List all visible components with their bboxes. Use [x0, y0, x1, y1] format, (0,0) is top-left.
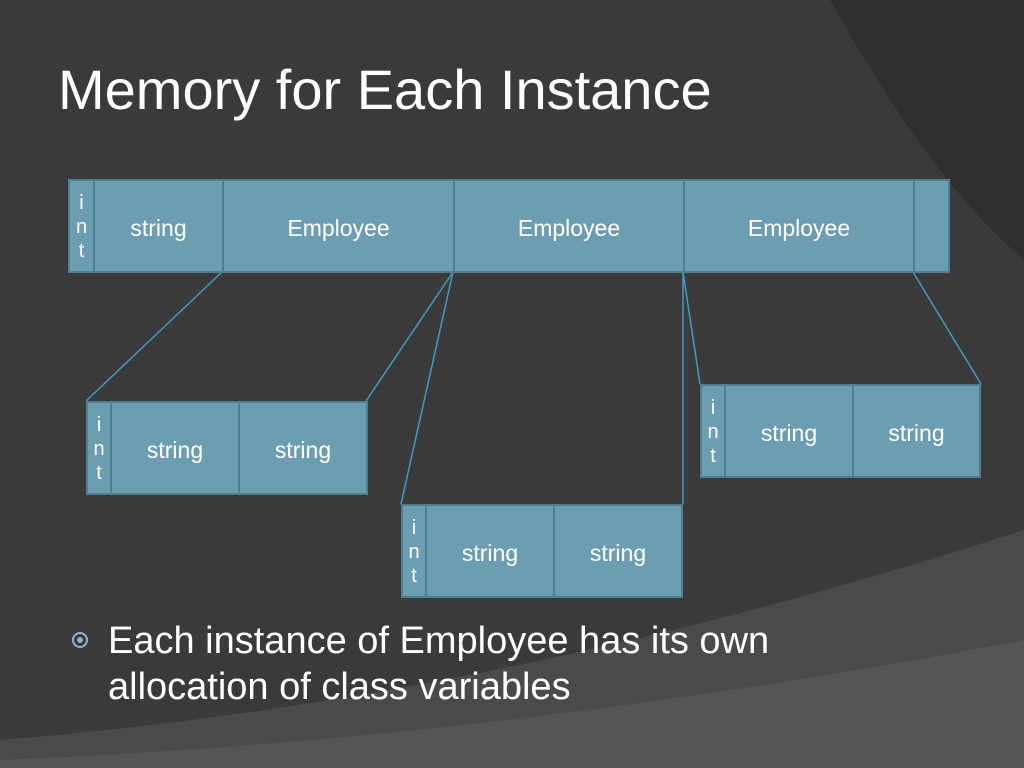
int-cell: i n t — [401, 504, 427, 598]
int-cell: i n t — [700, 384, 726, 478]
int-cell: i n t — [68, 179, 95, 273]
int-letter: i — [411, 517, 417, 539]
string-cell: string — [724, 384, 854, 478]
bullet-text: Each instance of Employee has its own al… — [108, 620, 770, 708]
slide-title: Memory for Each Instance — [58, 58, 712, 121]
employee-cell: Employee — [453, 179, 685, 273]
employee-cell: Employee — [683, 179, 915, 273]
int-cell: i n t — [86, 401, 112, 495]
int-letter: n — [93, 438, 105, 460]
int-letter: t — [411, 565, 417, 587]
int-letter: i — [710, 397, 716, 419]
int-letter: t — [96, 462, 102, 484]
string-cell: string — [238, 401, 368, 495]
bullet-icon — [72, 632, 88, 648]
employee-instance-2: i n t string string — [401, 504, 683, 598]
employee-cell: Employee — [222, 179, 455, 273]
int-letter: t — [78, 240, 85, 262]
class-memory-row: i n t string Employee Employee Employee — [68, 179, 950, 273]
int-letter: n — [75, 216, 88, 238]
int-letter: n — [707, 421, 719, 443]
trailing-cell — [913, 179, 950, 273]
int-letter: i — [96, 414, 102, 436]
string-cell: string — [425, 504, 555, 598]
employee-instance-1: i n t string string — [86, 401, 368, 495]
string-cell: string — [110, 401, 240, 495]
int-letter: i — [79, 192, 84, 214]
employee-instance-3: i n t string string — [700, 384, 981, 478]
string-cell: string — [852, 384, 981, 478]
int-letter: n — [408, 541, 420, 563]
int-letter: t — [710, 445, 716, 467]
string-cell: string — [553, 504, 683, 598]
string-cell: string — [93, 179, 224, 273]
